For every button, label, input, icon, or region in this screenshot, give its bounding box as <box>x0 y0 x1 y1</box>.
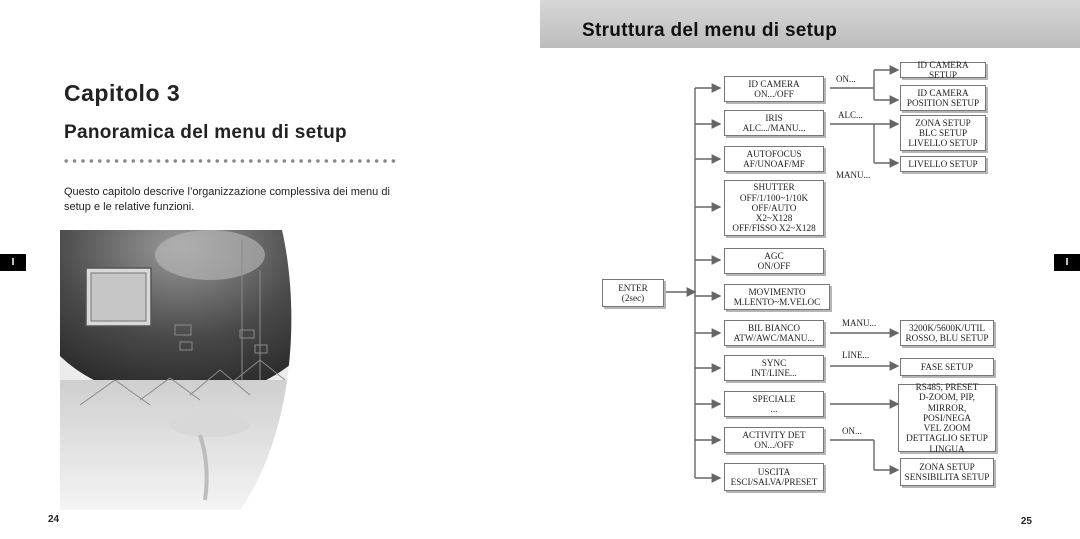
box-line: ON.../OFF <box>754 440 794 450</box>
dotted-divider <box>62 157 398 165</box>
box-line: ZONA SETUP <box>915 117 971 128</box>
box-line: D-ZOOM, PIP, <box>919 392 975 403</box>
box-line: AGC <box>764 250 784 261</box>
page-number-right: 25 <box>1020 516 1032 527</box>
header-band <box>540 0 1080 48</box>
box-line: ON/OFF <box>757 261 791 271</box>
tag-line: LINE... <box>842 350 870 360</box>
sub-box-id-camera-setup: ID CAMERA SETUP <box>900 59 986 80</box>
box-line: IRIS <box>765 112 783 123</box>
box-line: ROSSO, BLU SETUP <box>905 333 989 343</box>
box-line: OFF/1/100~1/10K <box>739 192 809 203</box>
box-line: POSITION SETUP <box>906 98 980 108</box>
box-line: SPECIALE <box>752 393 796 404</box>
box-line: ... <box>770 404 778 414</box>
enter-duration: (2sec) <box>621 293 645 303</box>
sub-box-livello-setup: LIVELLO SETUP <box>900 156 986 172</box>
box-line: SHUTTER <box>753 182 795 193</box>
page-number-left: 24 <box>48 514 60 525</box>
tag-alc: ALC... <box>838 110 863 120</box>
box-line: ID CAMERA SETUP <box>917 59 969 80</box>
tag-manu-bil: MANU... <box>842 318 877 328</box>
box-line: ZONA SETUP <box>919 461 975 472</box>
tag-on-activity: ON... <box>842 426 862 436</box>
box-line: BLC SETUP <box>918 127 968 138</box>
box-line: MOVIMENTO <box>748 286 806 297</box>
box-line: BIL BIANCO <box>748 322 800 333</box>
box-line: MIRROR, POSI/NEGA <box>923 402 971 423</box>
box-line: ID CAMERA <box>917 87 969 98</box>
box-line: VEL ZOOM <box>923 423 971 434</box>
box-line: OFF/FISSO X2~X128 <box>732 223 816 234</box>
box-line: FASE SETUP <box>920 361 974 372</box>
sub-box-fase-setup: FASE SETUP <box>900 358 994 376</box>
tag-on: ON... <box>836 74 856 84</box>
enter-box: ENTER (2sec) <box>602 279 664 307</box>
box-line: M.LENTO~M.VELOC <box>733 297 821 307</box>
box-line: LIVELLO SETUP <box>908 138 978 149</box>
section-title: Panoramica del menu di setup <box>64 122 347 143</box>
box-line: 3200K/5600K/UTIL <box>908 322 986 333</box>
box-line: ESCI/SALVA/PRESET <box>730 477 818 487</box>
box-line: AF/UNOAF/MF <box>743 159 805 169</box>
box-line: SYNC <box>761 357 787 368</box>
enter-label: ENTER <box>618 282 648 293</box>
chapter-title: Capitolo 3 <box>64 80 181 106</box>
box-line: ID CAMERA <box>748 78 800 89</box>
box-line: DETTAGLIO SETUP <box>906 433 988 444</box>
page-title: Struttura del menu di setup <box>582 20 838 41</box>
box-line: ATW/AWC/MANU... <box>733 333 815 343</box>
box-line: X2~X128 <box>755 213 793 224</box>
box-line: LINGUA <box>929 443 965 454</box>
box-line: ON.../OFF <box>754 89 794 99</box>
box-line: RS485, PRESET <box>915 381 979 392</box>
tag-manu: MANU... <box>836 170 871 180</box>
box-line: ALC.../MANU... <box>742 123 806 133</box>
chapter-description: Questo capitolo descrive l’organizzazion… <box>64 186 390 213</box>
box-line: OFF/AUTO <box>751 202 797 213</box>
camera-illustration <box>60 230 292 510</box>
box-line: INT/LINE... <box>751 368 797 378</box>
side-tab-right: I <box>1054 254 1080 271</box>
box-line: USCITA <box>757 466 791 477</box>
side-tab-left: I <box>0 254 26 271</box>
box-line: AUTOFOCUS <box>746 148 802 159</box>
box-line: ACTIVITY DET <box>742 429 806 440</box>
box-line: SENSIBILITA SETUP <box>904 472 990 482</box>
box-line: LIVELLO SETUP <box>908 158 978 169</box>
menu-box-speciale: SPECIALE... <box>724 391 824 417</box>
